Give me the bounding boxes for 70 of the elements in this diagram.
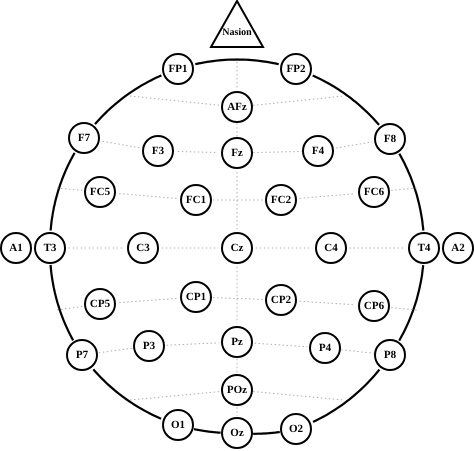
- dotted-line: [390, 188, 418, 191]
- dotted-line: [336, 142, 372, 148]
- electrode-circle: Cz: [221, 232, 253, 264]
- electrode-circle: A1: [0, 232, 32, 264]
- dotted-line: [166, 342, 220, 346]
- dotted-line: [252, 150, 302, 154]
- electrode-circle: F4: [302, 135, 334, 167]
- electrode-circle: F3: [142, 135, 174, 167]
- electrode-circle: Fz: [221, 137, 253, 169]
- head-outline: [50, 152, 76, 231]
- electrode-circle: P3: [133, 330, 165, 362]
- electrode-circle: FC1: [180, 184, 212, 216]
- head-outline: [253, 430, 280, 435]
- electrode-circle: T4: [408, 232, 440, 264]
- electrode-circle: Oz: [221, 417, 253, 449]
- electrode-circle: FP2: [280, 53, 312, 85]
- electrode-circle: FC2: [265, 184, 297, 216]
- head-outline: [312, 74, 380, 126]
- dotted-line: [98, 348, 133, 354]
- dotted-line: [56, 188, 84, 191]
- dotted-line: [254, 342, 308, 348]
- electrode-circle: O2: [280, 413, 312, 445]
- dotted-line: [340, 349, 374, 354]
- electrode-circle: A2: [442, 232, 474, 264]
- dotted-line: [299, 300, 356, 306]
- dotted-line: [390, 307, 418, 310]
- dotted-line: [118, 298, 178, 304]
- electrode-circle: CP1: [180, 281, 212, 313]
- head-outline: [398, 153, 424, 231]
- dotted-line: [236, 172, 238, 230]
- head-outline: [194, 428, 221, 434]
- electrode-circle: F7: [68, 122, 100, 154]
- head-outline: [50, 264, 74, 341]
- dotted-line: [130, 96, 222, 106]
- electrode-circle: CP2: [265, 284, 297, 316]
- electrode-circle: Pz: [221, 326, 253, 358]
- electrode-circle: FP1: [162, 53, 194, 85]
- dotted-line: [102, 140, 140, 148]
- electrode-circle: P8: [374, 339, 406, 371]
- electrode-circle: C4: [315, 232, 347, 264]
- electrode-circle: P4: [309, 332, 341, 364]
- electrode-circle: CP6: [358, 290, 390, 322]
- nasion-triangle: Nasion: [209, 0, 265, 49]
- dotted-line: [212, 297, 264, 300]
- head-outline: [94, 74, 162, 125]
- electrode-circle: FC5: [84, 176, 116, 208]
- head-outline: [312, 368, 380, 423]
- dotted-line: [118, 193, 178, 199]
- electrode-circle: O1: [162, 409, 194, 441]
- electrode-circle: T3: [34, 232, 66, 264]
- electrode-circle: AFz: [221, 91, 253, 123]
- electrode-circle: FC6: [358, 176, 390, 208]
- head-outline: [195, 58, 279, 66]
- dotted-line: [236, 62, 238, 90]
- dotted-line: [56, 306, 84, 310]
- electrode-circle: CP5: [84, 288, 116, 320]
- electrode-circle: C3: [127, 232, 159, 264]
- dotted-line: [236, 358, 238, 374]
- electrode-circle: POz: [221, 374, 253, 406]
- electrode-circle: F8: [374, 123, 406, 155]
- dotted-line: [299, 193, 356, 199]
- dotted-line: [236, 122, 238, 138]
- dotted-line: [252, 96, 344, 106]
- dotted-line: [177, 151, 218, 153]
- electrode-circle: P7: [66, 339, 98, 371]
- dotted-line: [130, 391, 222, 400]
- head-outline: [92, 368, 162, 420]
- dotted-line: [236, 406, 238, 416]
- head-outline: [398, 264, 424, 342]
- dotted-line: [252, 391, 344, 400]
